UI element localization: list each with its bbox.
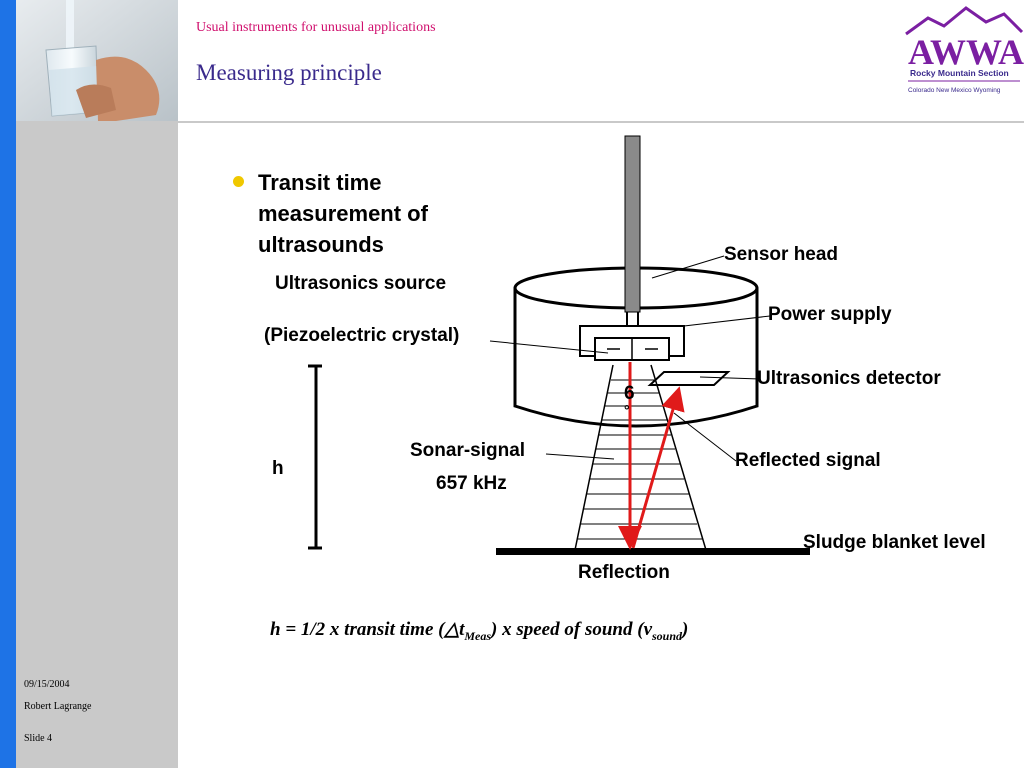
- formula-suffix: ): [682, 619, 688, 640]
- formula-delta-t: △t: [444, 619, 464, 640]
- footer-date: 09/15/2004: [24, 679, 70, 690]
- reflected-signal-arrow: [633, 392, 678, 548]
- sensor-head-label: Sensor head: [724, 244, 838, 266]
- ultrasonics-detector-label: Ultrasonics detector: [757, 368, 941, 390]
- h-label: h: [272, 458, 284, 480]
- formula-nu: ν: [644, 619, 652, 640]
- footer-author: Robert Lagrange: [24, 701, 91, 712]
- frequency-label: 657 kHz: [436, 473, 507, 495]
- formula-meas-subscript: Meas: [464, 629, 491, 643]
- sensor-rod: [625, 136, 640, 312]
- power-supply-label: Power supply: [768, 304, 892, 326]
- height-formula: h = 1/2 x transit time (△tMeas) x speed …: [270, 618, 688, 644]
- piezoelectric-crystal-label: (Piezoelectric crystal): [264, 325, 459, 347]
- footer-slide-number: Slide 4: [24, 733, 52, 744]
- formula-sound-subscript: sound: [652, 629, 682, 643]
- sludge-blanket-line: [496, 548, 810, 555]
- sonar-signal-label: Sonar-signal: [410, 440, 525, 462]
- formula-middle: ) x speed of sound (: [491, 619, 644, 640]
- sludge-blanket-level-label: Sludge blanket level: [803, 532, 986, 554]
- cone-wavefronts: [578, 380, 702, 539]
- reflected-signal-label: Reflected signal: [735, 450, 881, 472]
- reflection-label: Reflection: [578, 562, 670, 584]
- formula-prefix: h = 1/2 x transit time (: [270, 619, 444, 640]
- detector-plate: [650, 372, 728, 385]
- ultrasonics-source-label: Ultrasonics source: [275, 273, 446, 295]
- angle-degree-label: °: [624, 402, 630, 418]
